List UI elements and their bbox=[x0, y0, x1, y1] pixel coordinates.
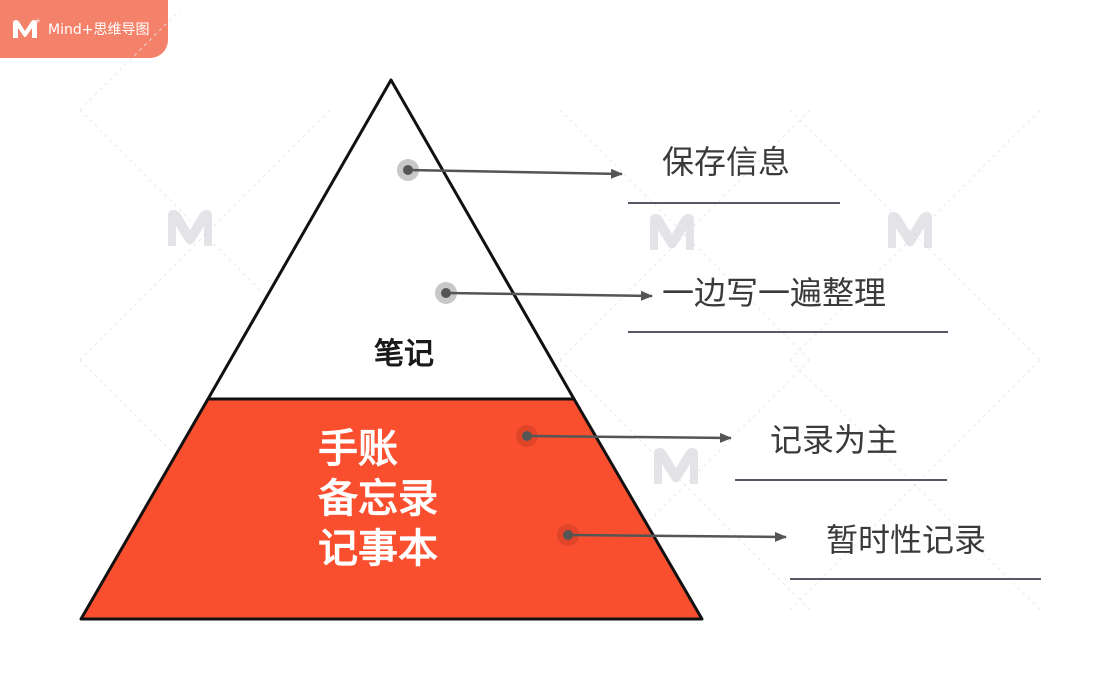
tier-bottom-line-3: 记事本 bbox=[318, 526, 438, 572]
app-name: Mind+思维导图 bbox=[48, 22, 150, 38]
annotation-4-underline bbox=[790, 578, 1041, 580]
annotation-2-underline bbox=[628, 331, 948, 333]
annotation-3-underline bbox=[735, 479, 947, 481]
annotation-2: 一边写一遍整理 bbox=[662, 274, 887, 312]
tier-bottom-line-2: 备忘录 bbox=[318, 476, 438, 522]
tier-bottom-label: 手账 备忘录 记事本 bbox=[318, 428, 438, 570]
svg-text:+: + bbox=[35, 17, 40, 25]
connector-2 bbox=[435, 282, 653, 304]
connector-3 bbox=[516, 425, 732, 447]
connector-4 bbox=[557, 524, 787, 546]
pyramid-bottom-tier bbox=[79, 397, 704, 621]
tier-bottom-line-1: 手账 bbox=[318, 426, 398, 472]
annotation-1-underline bbox=[628, 202, 840, 204]
watermark-logo bbox=[168, 210, 932, 484]
tier-top-label: 笔记 bbox=[374, 337, 434, 372]
annotation-1: 保存信息 bbox=[662, 143, 791, 181]
annotation-3: 记录为主 bbox=[770, 421, 899, 459]
connector-1 bbox=[397, 159, 623, 181]
annotation-4: 暂时性记录 bbox=[826, 521, 987, 559]
app-badge: + Mind+思维导图 bbox=[0, 0, 168, 58]
mindplus-m-logo-icon: + bbox=[13, 17, 40, 38]
